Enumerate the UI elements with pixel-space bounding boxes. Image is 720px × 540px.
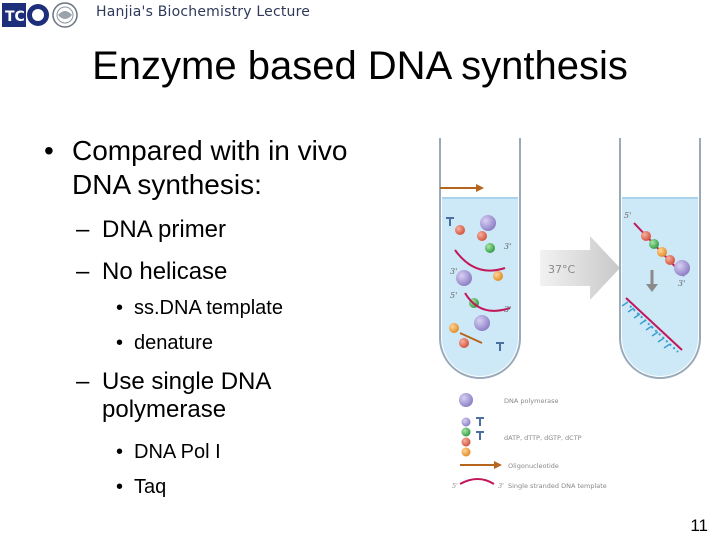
- pcr-tube-figure: 3' 3' 5' 3' 37°C 5' 3' DNA polymeras: [439, 138, 701, 490]
- legend-label: Single stranded DNA template: [508, 482, 607, 490]
- strand-end-label: 5': [624, 211, 631, 220]
- bullet-text: Compared with in vivo DNA synthesis:: [72, 135, 348, 200]
- strand-end-label: 3': [498, 482, 504, 490]
- university-logo-icon: TC: [2, 2, 78, 28]
- strand-end-label: 5': [450, 291, 457, 300]
- bullet-glyph: •: [116, 332, 124, 354]
- strand-end-label: 3': [504, 242, 511, 251]
- legend-label: Oligonucleotide: [508, 462, 559, 470]
- dash-glyph: –: [76, 258, 90, 285]
- bullet-glyph: •: [116, 297, 124, 319]
- legend-label: DNA polymerase: [504, 397, 559, 405]
- temperature-label: 37°C: [548, 263, 575, 276]
- dash-glyph: –: [76, 368, 90, 395]
- left-tube: [439, 138, 521, 379]
- figure-legend: [459, 393, 502, 485]
- strand-end-label: 5': [452, 482, 458, 490]
- bullet-text: Use single DNA polymerase: [102, 368, 271, 423]
- svg-text:TC: TC: [5, 9, 25, 25]
- bullet-glyph: •: [116, 476, 124, 498]
- bullet-text: DNA Pol I: [134, 441, 221, 463]
- strand-end-label: 3': [678, 279, 685, 288]
- dash-glyph: –: [76, 216, 90, 243]
- page-number: 11: [690, 516, 708, 535]
- bullet-text: DNA primer: [102, 216, 227, 243]
- bullet-glyph: •: [116, 441, 124, 463]
- lecture-title: Hanjia's Biochemistry Lecture: [96, 4, 311, 20]
- bullet-text: Taq: [134, 476, 167, 498]
- slide-header: TC Hanjia's Biochemistry Lecture: [0, 0, 720, 30]
- bullet-text: denature: [134, 332, 213, 354]
- right-tube: [619, 138, 701, 379]
- strand-end-label: 3': [450, 267, 457, 276]
- slide-title: Enzyme based DNA synthesis: [92, 44, 628, 88]
- incubation-arrow: [540, 236, 620, 300]
- bullet-text: No helicase: [102, 258, 228, 285]
- bullet-glyph: •: [44, 135, 54, 166]
- strand-end-label: 3': [504, 305, 511, 314]
- bullet-text: ss.DNA template: [134, 297, 283, 319]
- legend-label: dATP, dTTP, dGTP, dCTP: [504, 434, 582, 442]
